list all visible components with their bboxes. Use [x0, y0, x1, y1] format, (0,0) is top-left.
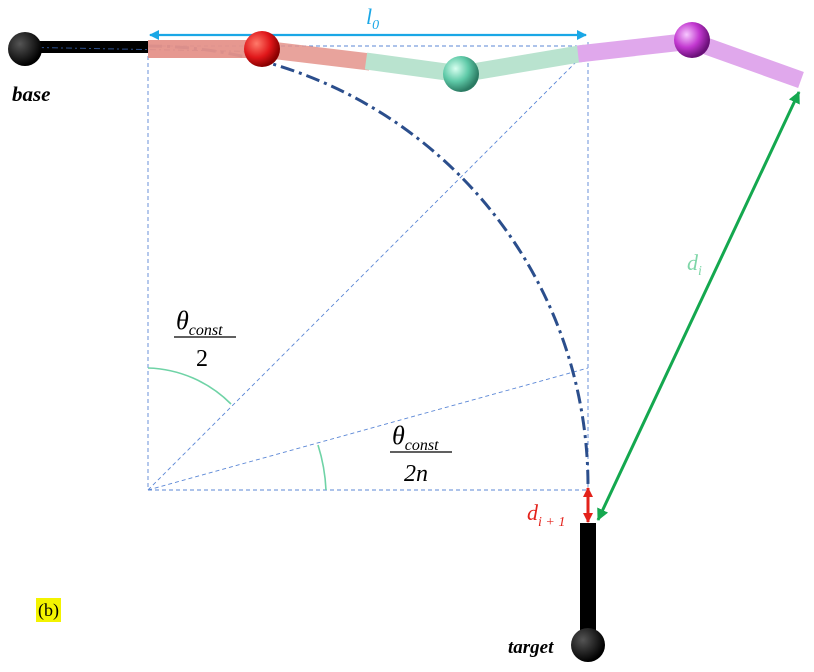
- angle-arc-2n: [317, 444, 327, 491]
- base-label: base: [12, 82, 51, 106]
- base-link: [22, 41, 148, 53]
- reach-arc: [147, 44, 590, 487]
- l0-label: l0: [366, 4, 379, 33]
- link-purple-a: [577, 32, 693, 63]
- theta-2n-numerator: θconst: [392, 421, 439, 454]
- target-link: [580, 523, 596, 645]
- target-joint-icon: [571, 628, 605, 662]
- link-green-b: [459, 44, 587, 83]
- theta-half-numerator: θconst: [176, 306, 223, 339]
- green-joint-icon: [443, 56, 479, 92]
- guide-diagonal: [147, 49, 589, 491]
- target-label: target: [508, 637, 554, 658]
- guide-shallow-ray: [147, 367, 589, 491]
- di1-label: di + 1: [527, 500, 565, 530]
- angle-arc-half: [147, 367, 232, 405]
- link-red-to-green: [260, 40, 372, 71]
- purple-joint-icon: [674, 22, 710, 58]
- di-label: di: [687, 250, 702, 279]
- panel-label: (b): [36, 598, 61, 622]
- link-purple-b: [689, 32, 804, 89]
- base-joint-icon: [8, 32, 42, 66]
- theta-2n-denominator: 2n: [404, 461, 428, 487]
- theta-half-denominator: 2: [196, 346, 208, 372]
- guide-lines: [147, 42, 589, 662]
- red-joint-icon: [244, 31, 280, 67]
- di-arrow: [596, 91, 801, 521]
